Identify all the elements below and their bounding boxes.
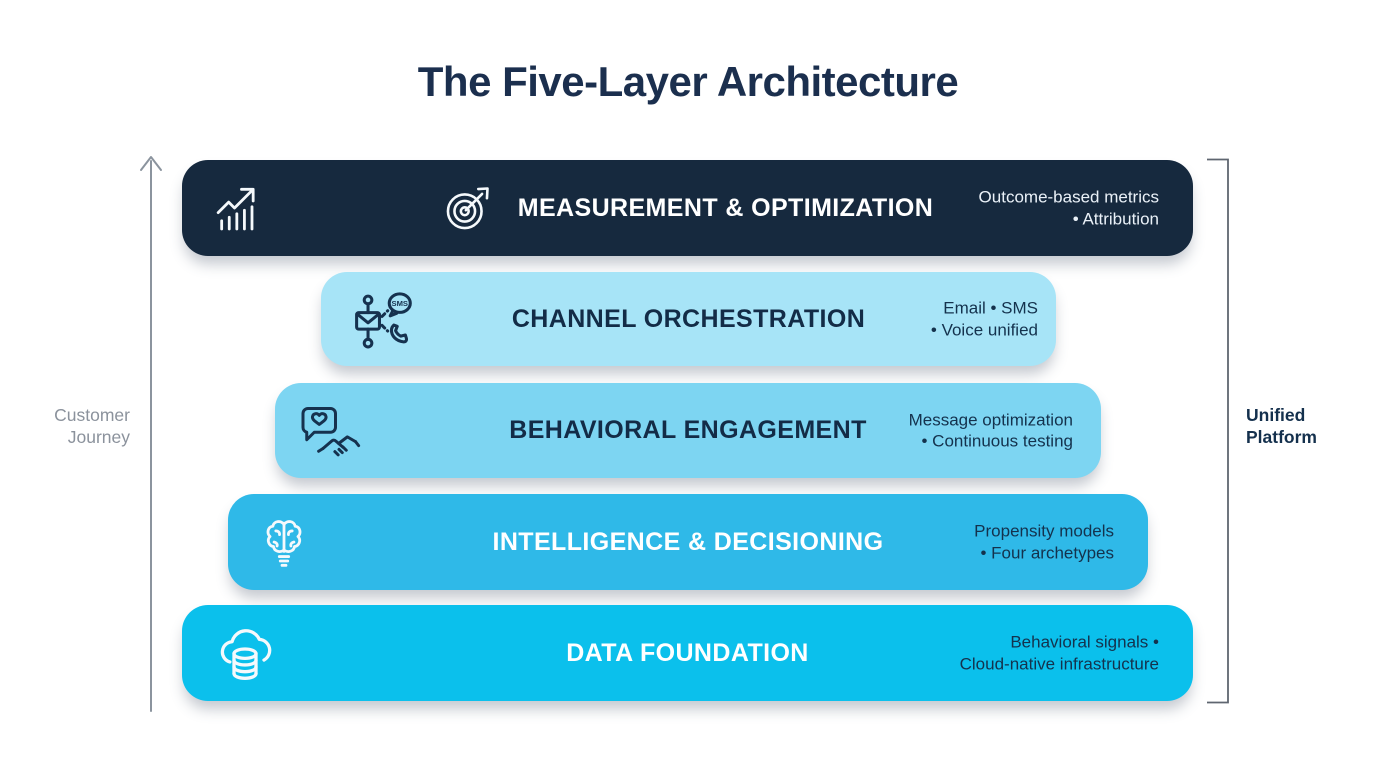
unified-platform-label: Unified Platform (1246, 405, 1317, 447)
sms-badge-text: SMS (392, 299, 409, 308)
cloud-database-icon (212, 620, 278, 686)
layer-annotation: Message optimization • Continuous testin… (908, 410, 1073, 451)
layer-title: BEHAVIORAL ENGAGEMENT (509, 416, 867, 444)
engagement-handshake-icon (295, 401, 361, 461)
trend-chart-icon (210, 180, 266, 236)
brain-bulb-icon (256, 513, 312, 571)
layer-title: DATA FOUNDATION (566, 638, 809, 667)
layer-annotation: Email • SMS • Voice unified (930, 298, 1038, 340)
customer-journey-arrow-icon (140, 156, 162, 712)
layer-annotation: Outcome-based metrics • Attribution (978, 187, 1159, 229)
layer-title: CHANNEL ORCHESTRATION (511, 304, 866, 333)
channel-orchestration-icon: SMS (349, 288, 415, 350)
layer-annotation: Propensity models • Four archetypes (974, 521, 1114, 563)
layer-channel-orchestration: SMS CHANNEL ORCHESTRATION Email • SMS • … (321, 272, 1056, 366)
layer-title: INTELLIGENCE & DECISIONING (492, 527, 884, 556)
layer-data-foundation: DATA FOUNDATION Behavioral signals • Clo… (182, 605, 1193, 701)
customer-journey-label: Customer Journey (54, 405, 130, 447)
layer-intelligence-decisioning: INTELLIGENCE & DECISIONING Propensity mo… (228, 494, 1148, 590)
page-title: The Five-Layer Architecture (417, 58, 959, 105)
target-dart-icon (442, 182, 494, 234)
unified-platform-bracket (1207, 158, 1229, 704)
layer-behavioral-engagement: BEHAVIORAL ENGAGEMENT Message optimizati… (275, 383, 1101, 478)
layer-annotation: Behavioral signals • Cloud-native infras… (959, 632, 1159, 674)
layer-measurement-optimization: MEASUREMENT & OPTIMIZATION Outcome-based… (182, 160, 1193, 256)
layer-title: MEASUREMENT & OPTIMIZATION (517, 193, 934, 222)
